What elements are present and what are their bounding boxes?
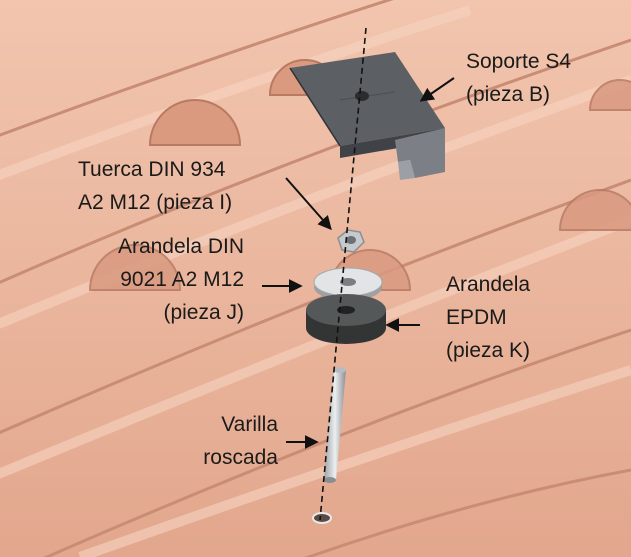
label-soporte-line1: Soporte S4 (466, 50, 572, 73)
assembly-axis (319, 27, 367, 521)
label-arandela-din-line1: Arandela DIN (117, 235, 244, 258)
nut-din-934 (337, 229, 365, 253)
label-tuerca: Tuerca DIN 934 A2 M12 (pieza I) (78, 153, 232, 219)
label-arandela-din-line3: (pieza J) (163, 301, 244, 324)
label-soporte: Soporte S4 (pieza B) (466, 45, 571, 111)
threaded-rod (324, 367, 346, 483)
bracket-s4 (289, 52, 445, 180)
label-arandela-din-line2: 9021 A2 M12 (120, 268, 244, 291)
label-varilla: Varilla roscada (158, 408, 278, 474)
label-arandela-epdm-line3: (pieza K) (446, 339, 531, 362)
label-tuerca-line2: A2 M12 (pieza I) (78, 191, 233, 214)
tile-hole (312, 512, 332, 524)
callout-arrows (262, 77, 455, 449)
washer-epdm (306, 294, 386, 344)
label-arandela-din: Arandela DIN 9021 A2 M12 (pieza J) (78, 230, 244, 329)
label-arandela-epdm-line2: EPDM (446, 306, 507, 329)
label-soporte-line2: (pieza B) (466, 83, 551, 106)
label-varilla-line2: roscada (203, 446, 278, 469)
tile-arches (88, 59, 631, 291)
washer-din-9021 (313, 267, 383, 301)
label-tuerca-line1: Tuerca DIN 934 (78, 158, 226, 181)
label-arandela-epdm: Arandela EPDM (pieza K) (446, 268, 530, 367)
label-arandela-epdm-line1: Arandela (446, 273, 531, 296)
arrow-soporte (419, 77, 455, 102)
arrow-tuerca (285, 177, 332, 231)
label-varilla-line1: Varilla (221, 413, 278, 436)
